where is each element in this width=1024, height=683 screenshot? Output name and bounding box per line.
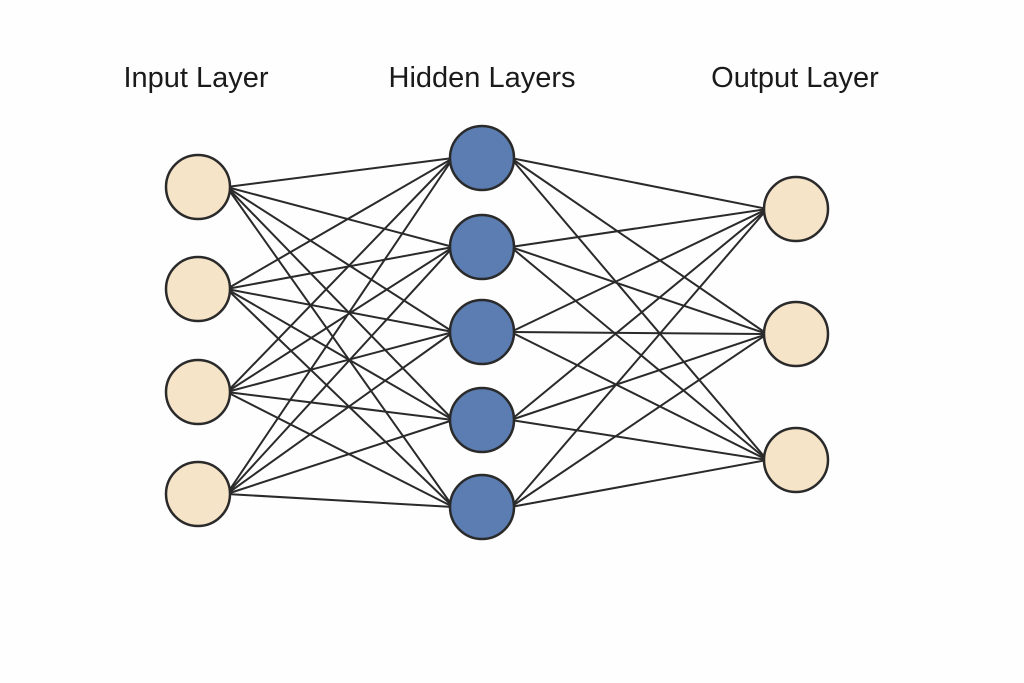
hidden-neuron-3 [448,298,516,366]
connection-input-1-hidden-3 [225,186,455,333]
connection-input-3-hidden-5 [225,391,455,508]
connection-input-1-hidden-4 [225,186,455,421]
connection-input-3-hidden-2 [225,246,455,393]
connection-input-3-hidden-4 [225,391,455,421]
output-neuron-2 [762,300,830,368]
connection-input-2-hidden-2 [225,246,455,290]
connection-input-2-hidden-1 [225,157,455,290]
connection-hidden-5-output-1 [509,208,769,508]
connection-input-2-hidden-4 [225,288,455,421]
connection-hidden-2-output-2 [509,246,769,335]
input-neuron-1 [164,153,232,221]
connection-input-2-hidden-3 [225,288,455,333]
connection-hidden-3-output-2 [509,331,769,335]
connection-input-4-hidden-2 [225,246,455,495]
connections [225,157,769,508]
hidden-neuron-2 [448,213,516,281]
connection-hidden-5-output-3 [509,459,769,508]
output-neuron-1 [762,175,830,243]
input-neuron-3 [164,358,232,426]
connection-input-2-hidden-5 [225,288,455,508]
hidden-layers-label: Hidden Layers [388,62,576,94]
output-neuron-3 [762,426,830,494]
connection-hidden-1-output-2 [509,157,769,335]
input-neuron-2 [164,255,232,323]
connection-hidden-2-output-3 [509,246,769,461]
connection-input-3-hidden-3 [225,331,455,393]
connection-input-4-hidden-4 [225,419,455,495]
neurons [164,124,830,541]
connection-hidden-3-output-1 [509,208,769,333]
connection-hidden-4-output-2 [509,333,769,421]
hidden-neuron-1 [448,124,516,192]
input-neuron-4 [164,460,232,528]
connection-input-1-hidden-5 [225,186,455,508]
connection-input-3-hidden-1 [225,157,455,393]
hidden-neuron-5 [448,473,516,541]
connection-input-4-hidden-1 [225,157,455,495]
connection-input-1-hidden-1 [225,157,455,188]
connection-hidden-2-output-1 [509,208,769,248]
connection-hidden-4-output-3 [509,419,769,461]
connection-input-4-hidden-3 [225,331,455,495]
connection-hidden-1-output-1 [509,157,769,210]
connection-hidden-1-output-3 [509,157,769,461]
output-layer-label: Output Layer [711,62,879,94]
hidden-neuron-4 [448,386,516,454]
connection-hidden-5-output-2 [509,333,769,508]
connection-hidden-3-output-3 [509,331,769,461]
connection-input-1-hidden-2 [225,186,455,248]
input-layer-label: Input Layer [123,62,269,94]
connection-hidden-4-output-1 [509,208,769,421]
connection-input-4-hidden-5 [225,493,455,508]
